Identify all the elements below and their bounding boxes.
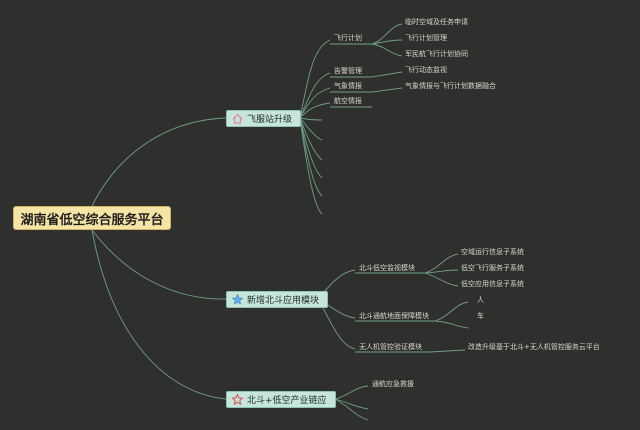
topic-flight-service-subsystem[interactable]: 低空飞行服务子系统 [461,264,524,272]
connector-b1-weather [299,87,331,119]
topic-emergency-rescue[interactable]: 通航应急救援 [372,380,414,388]
topic-application-subsystem[interactable]: 低空应用信息子系统 [461,280,524,288]
topic-alert-management[interactable]: 告警管理 [334,67,362,75]
star-icon [232,294,243,305]
branch-node-flight-service[interactable]: 飞服站升级 [226,110,302,127]
topic-uav-cloud-platform[interactable]: 改造升级基于北斗+无人机管控服务云平台 [468,343,600,351]
branch-label: 北斗+低空产业链应 [247,396,327,406]
topic-flight-plan[interactable]: 飞行计划 [334,34,362,42]
star-outline-icon [232,394,243,405]
topic-aero-info[interactable]: 航空情报 [334,97,362,105]
topic-temp-airspace[interactable]: 临时空域及任务申请 [405,18,468,26]
topic-plan-management[interactable]: 飞行计划管理 [405,34,447,42]
connector-b1-info [299,102,331,119]
root-label: 湖南省低空综合服务平台 [20,212,164,228]
connector-root-branch2 [91,229,227,300]
connector-b3-rescue [334,385,369,400]
connector-root-branch3 [91,229,227,400]
topic-airspace-subsystem[interactable]: 空域运行信息子系统 [461,248,524,256]
topic-weather-fusion[interactable]: 气象情报与飞行计划数据融合 [405,82,496,90]
topic-ground-support[interactable]: 北斗通航地面保障模块 [359,312,429,320]
branch-node-beidou-industry[interactable]: 北斗+低空产业链应 [226,391,336,408]
connector-root-branch1 [91,117,227,207]
topic-civil-military-plan[interactable]: 军民航飞行计划协同 [405,50,468,58]
topic-flight-dynamics[interactable]: 飞行动态监视 [405,66,447,74]
topic-person[interactable]: 人 [477,296,484,304]
topic-weather-info[interactable]: 气象情报 [334,82,362,90]
home-icon [232,113,243,124]
connector-b1-plan [299,39,331,119]
connector-b1-alert [299,72,331,119]
topic-beidou-monitor[interactable]: 北斗低空监视模块 [359,264,415,272]
branch-label: 飞服站升级 [247,115,293,125]
topic-vehicle[interactable]: 车 [477,312,484,320]
branch-label: 新增北斗应用模块 [247,296,320,306]
root-node[interactable]: 湖南省低空综合服务平台 [13,206,171,230]
branch-node-beidou-module[interactable]: 新增北斗应用模块 [226,291,329,308]
topic-uav-control[interactable]: 无人机管控验证模块 [359,343,422,351]
